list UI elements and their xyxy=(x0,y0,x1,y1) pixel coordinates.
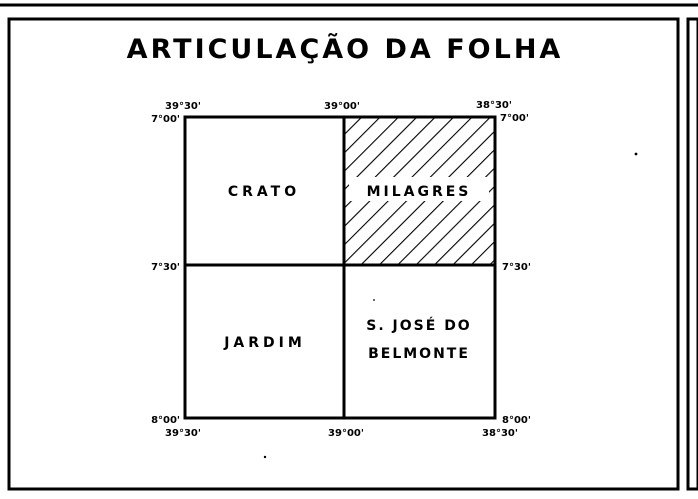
sheet-label-jardim: JARDIM xyxy=(223,335,306,351)
longitude-label-top-center: 39°00' xyxy=(324,101,360,112)
latitude-label-right-middle: 7°30' xyxy=(502,262,531,273)
panel-border xyxy=(7,17,680,491)
speck xyxy=(263,455,267,459)
latitude-label-right-south: 8°00' xyxy=(502,415,531,426)
latitude-label-left-middle: 7°30' xyxy=(151,262,180,273)
speck xyxy=(373,299,375,301)
highlighted-label-mask xyxy=(349,177,489,201)
sheet-grid-outline xyxy=(183,115,497,420)
speck xyxy=(634,152,638,156)
longitude-label-bottom-west: 39°30' xyxy=(165,428,201,439)
longitude-label-top-east: 38°30' xyxy=(476,100,512,111)
latitude-label-left-south: 8°00' xyxy=(151,415,180,426)
latitude-label-left-north: 7°00' xyxy=(151,114,180,125)
longitude-label-bottom-east: 38°30' xyxy=(482,428,518,439)
longitude-label-top-west: 39°30' xyxy=(165,101,201,112)
sheet-label-crato: CRATO xyxy=(228,184,300,200)
map-title: ARTICULAÇÃO DA FOLHA xyxy=(127,33,564,65)
sheet-label-sao-jose-line1: S. JOSÉ DO xyxy=(366,317,471,334)
sheet-label-sao-jose-line2: BELMONTE xyxy=(368,346,470,362)
right-panel-edge xyxy=(686,17,698,491)
sheet-label-milagres: MILAGRES xyxy=(367,184,472,200)
longitude-label-bottom-center: 39°00' xyxy=(328,428,364,439)
latitude-label-right-north: 7°00' xyxy=(500,113,529,124)
